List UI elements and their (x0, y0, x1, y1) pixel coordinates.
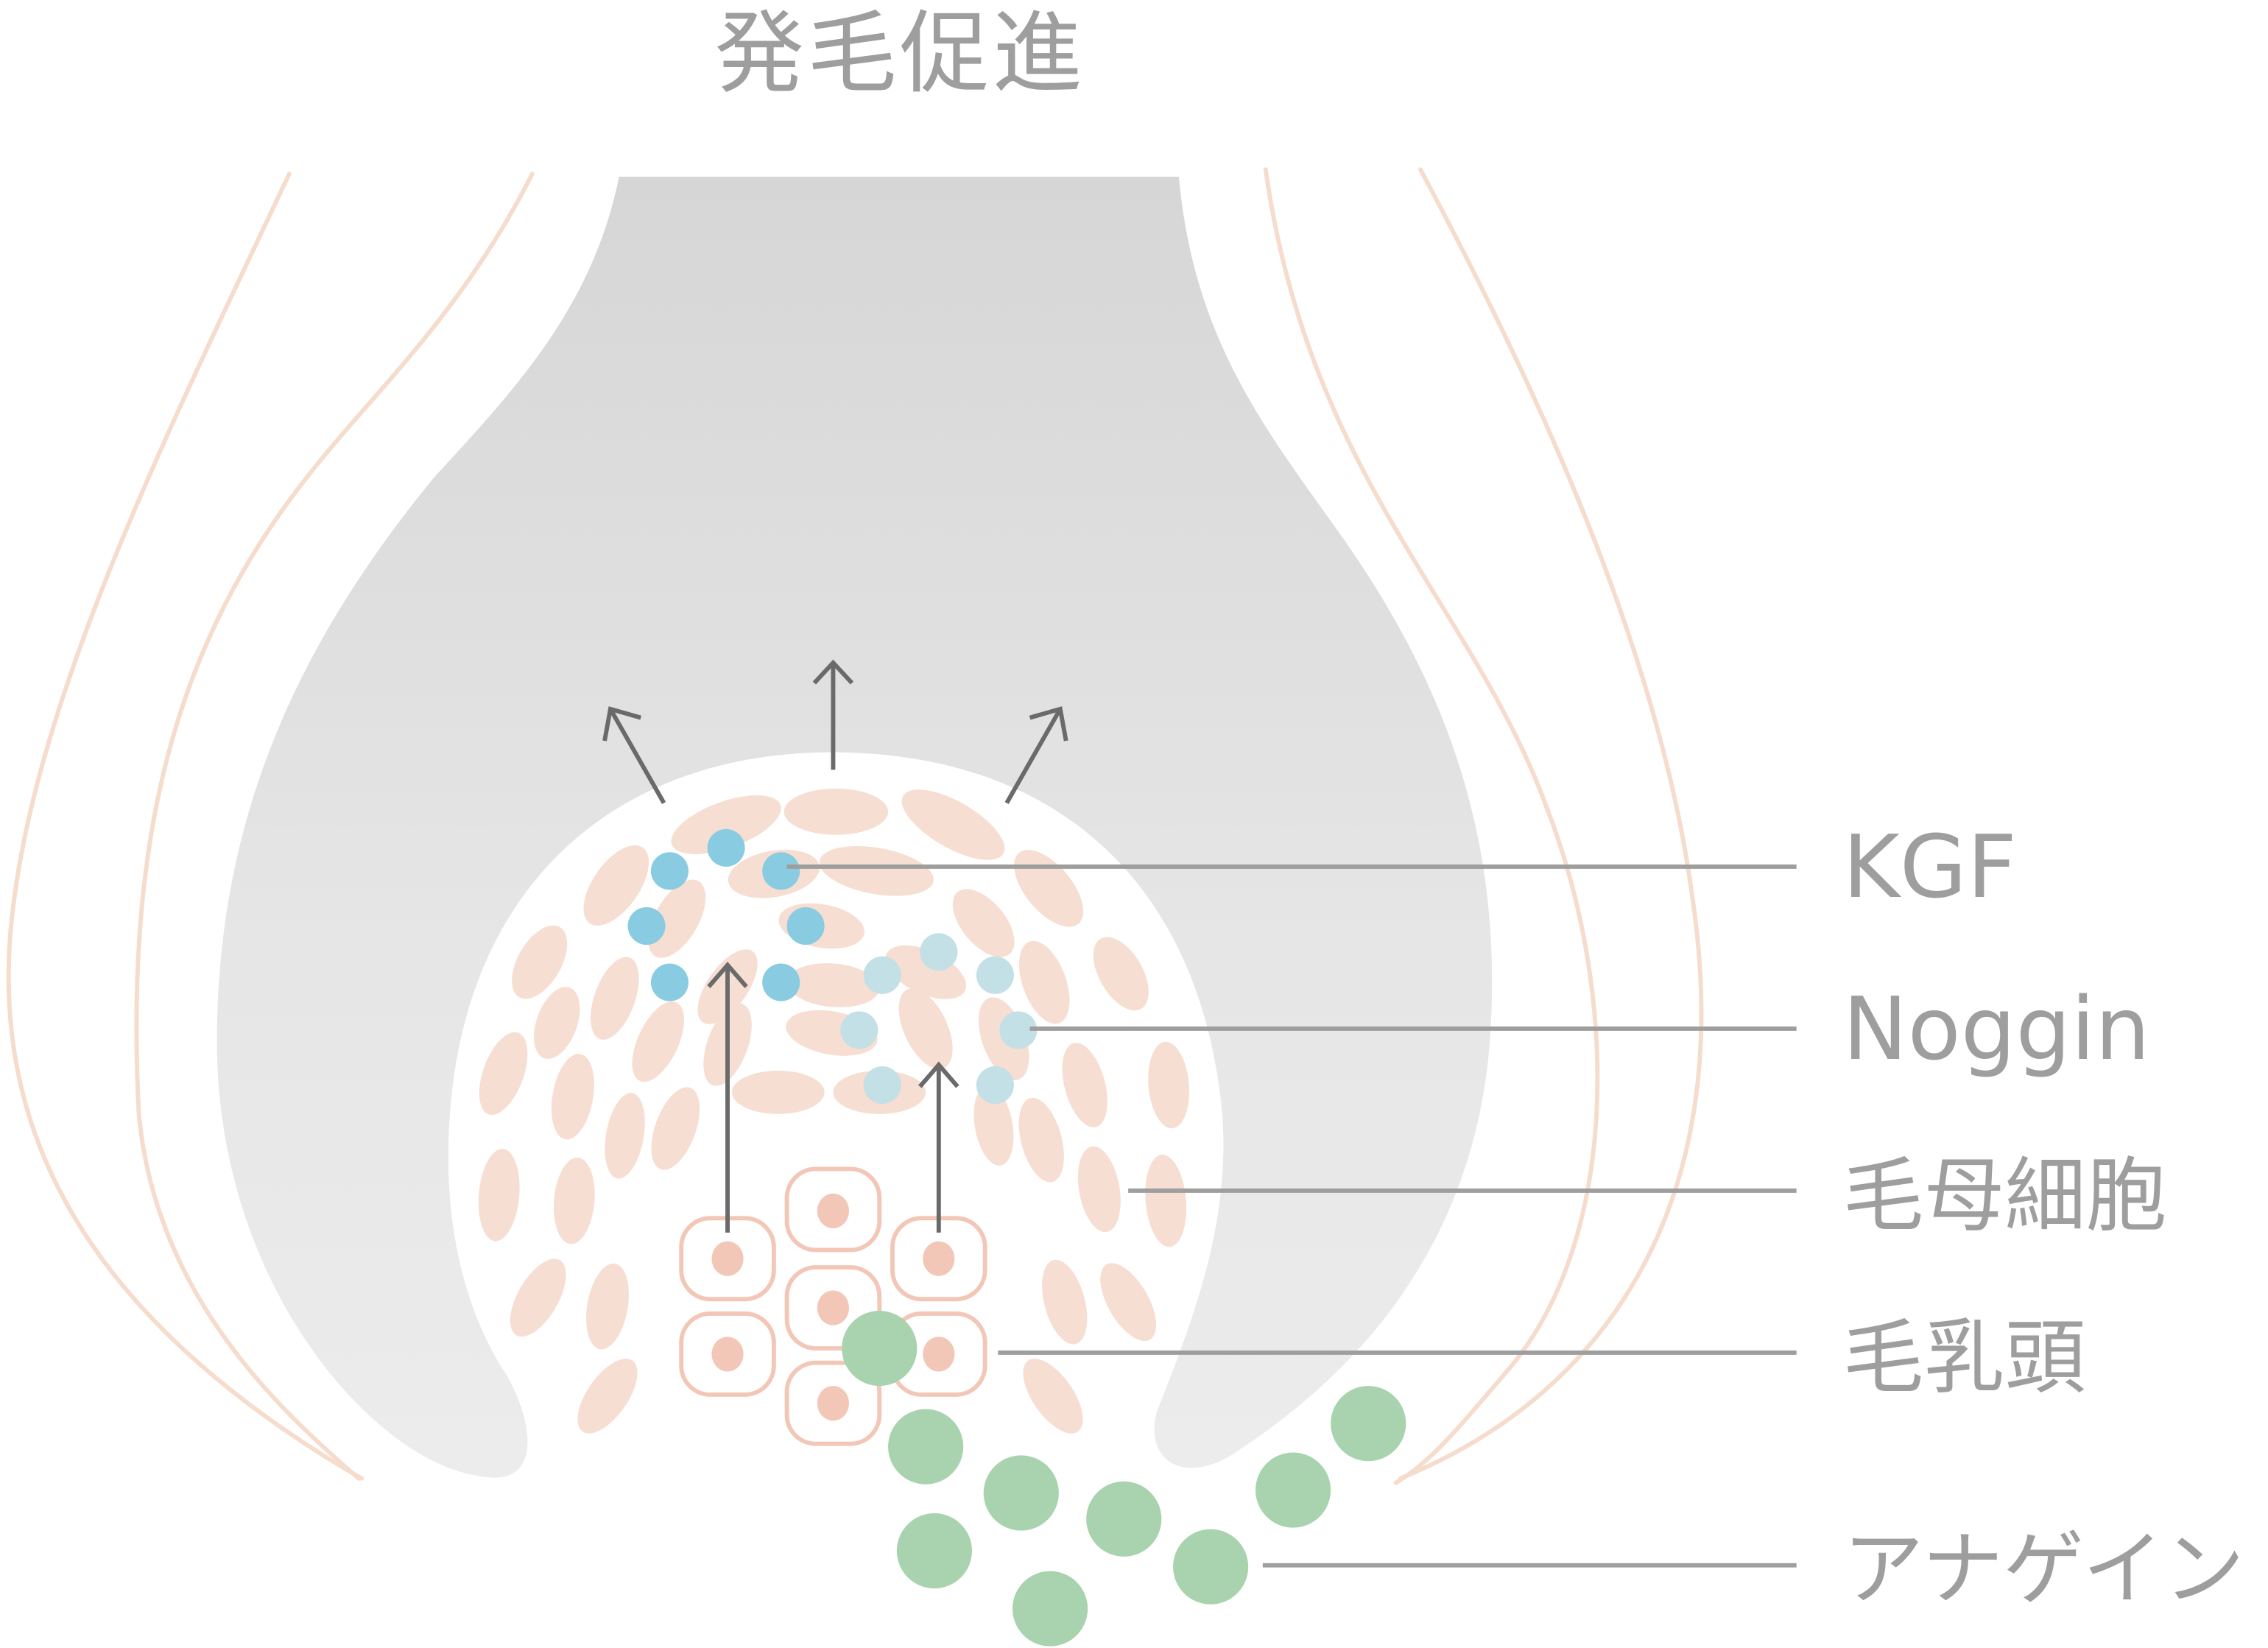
kgf-dots (627, 828, 825, 1001)
label-hair-matrix-cells: 毛母細胞 (1843, 1149, 2167, 1243)
label-noggin: Noggin (1843, 979, 2150, 1080)
dermal-papilla-cells (679, 1166, 987, 1446)
follicle-sheath-right (1263, 167, 1704, 1485)
arrow-papilla-left-icon (707, 962, 748, 1233)
arrow-up-left-icon (602, 706, 666, 804)
leader-lines (786, 864, 1797, 1568)
label-dermal-papilla: 毛乳頭 (1843, 1311, 2086, 1405)
noggin-dots (840, 933, 1038, 1105)
label-anagain: アナゲイン (1843, 1522, 2245, 1616)
arrow-up-icon (812, 659, 854, 770)
hair-shaft (216, 176, 1493, 1478)
growth-arrows (602, 659, 1068, 1233)
arrow-papilla-right-icon (918, 1061, 959, 1233)
arrow-up-right-icon (1004, 706, 1068, 804)
anagain-dots (842, 1310, 1406, 1647)
follicle-sheath-left (6, 172, 535, 1481)
label-kgf: KGF (1843, 817, 2017, 918)
title: 発毛促進 (714, 1, 1085, 105)
